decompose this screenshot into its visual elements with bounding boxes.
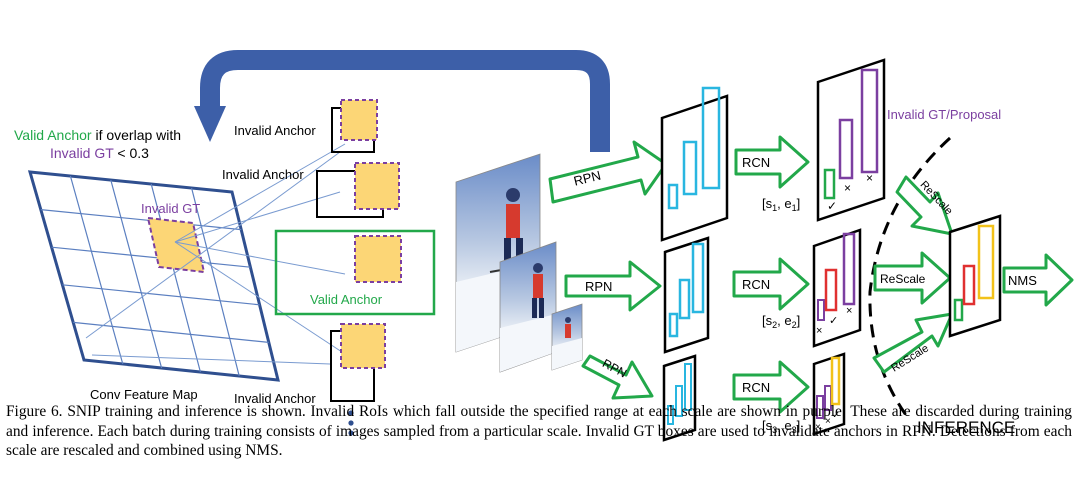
svg-text:×: ×	[844, 181, 851, 195]
more-anchors-ellipsis-icon	[348, 410, 354, 436]
svg-text:RPN: RPN	[572, 168, 602, 189]
feedback-arrow	[194, 50, 610, 152]
anchor-invalid-1	[331, 99, 378, 153]
invalid-gt-proposal-label: Invalid GT/Proposal	[887, 107, 1001, 122]
rcn-arrow-2: RCN	[732, 257, 810, 311]
inference-label: INFERENCE	[917, 418, 1015, 437]
rpn-output-panel-3	[662, 354, 697, 442]
svg-text:RCN: RCN	[742, 277, 770, 292]
svg-text:×: ×	[815, 422, 821, 433]
rpn-arrow-3: RPN	[581, 354, 654, 400]
scale-range-3: [s3, e3]	[762, 418, 800, 435]
svg-text:✓: ✓	[827, 199, 837, 213]
anchor-invalid-2	[316, 162, 400, 218]
rcn-output-panel-2: × ✓ ×	[812, 228, 862, 348]
rescale-arrow-3: ReScale	[872, 312, 954, 375]
anchor-connector-lines	[85, 143, 346, 365]
invalid-gt-label: Invalid GT	[141, 201, 200, 216]
threshold-rule: Invalid GT < 0.3	[50, 145, 149, 161]
nms-arrow: NMS	[1002, 253, 1074, 307]
anchor-valid-label: Valid Anchor	[310, 292, 383, 307]
rcn-arrow-3: RCN	[732, 360, 810, 414]
anchor-invalid-3-label: Invalid Anchor	[234, 391, 316, 406]
rescale-arrow-2: ReScale	[873, 251, 952, 305]
figure-caption: Figure 6. SNIP training and inference is…	[6, 403, 1072, 459]
svg-text:✓: ✓	[832, 410, 840, 421]
svg-text:RPN: RPN	[585, 279, 612, 294]
svg-text:×: ×	[825, 416, 831, 427]
inference-boundary	[868, 136, 952, 419]
scale-range-1: [s1, e1]	[762, 196, 800, 213]
rpn-arrow-2: RPN	[564, 260, 662, 312]
conv-feature-map	[27, 170, 280, 382]
svg-text:RCN: RCN	[742, 155, 770, 170]
anchor-invalid-1-label: Invalid Anchor	[234, 123, 316, 138]
svg-text:×: ×	[846, 305, 852, 317]
invalid-gt-box	[146, 216, 206, 274]
rcn-output-panel-1: ✓ × ×	[816, 58, 886, 222]
rcn-output-panel-3: × × ✓	[812, 352, 846, 436]
conv-feature-map-label: Conv Feature Map	[90, 387, 198, 402]
valid-anchor-rule: Valid Anchor if overlap with	[14, 127, 181, 143]
scale-range-2: [s2, e2]	[762, 313, 800, 330]
svg-text:ReScale: ReScale	[880, 272, 926, 286]
svg-text:×: ×	[866, 171, 873, 185]
anchor-invalid-3	[330, 323, 386, 402]
svg-text:×: ×	[816, 325, 822, 337]
svg-text:RCN: RCN	[742, 380, 770, 395]
rcn-arrow-1: RCN	[734, 135, 810, 189]
svg-text:✓: ✓	[829, 315, 838, 327]
image-scale-3	[551, 303, 583, 371]
anchor-invalid-2-label: Invalid Anchor	[222, 167, 304, 182]
image-scale-2	[499, 241, 557, 373]
rpn-output-panel-1	[660, 86, 729, 242]
rpn-arrow-1: RPN	[548, 140, 668, 204]
anchor-valid	[274, 229, 436, 316]
rescale-arrow-1: ReScale	[895, 175, 955, 236]
image-pyramid	[455, 153, 583, 373]
svg-text:NMS: NMS	[1008, 273, 1037, 288]
combined-detections-panel	[948, 214, 1002, 338]
rpn-output-panel-2	[663, 236, 710, 354]
